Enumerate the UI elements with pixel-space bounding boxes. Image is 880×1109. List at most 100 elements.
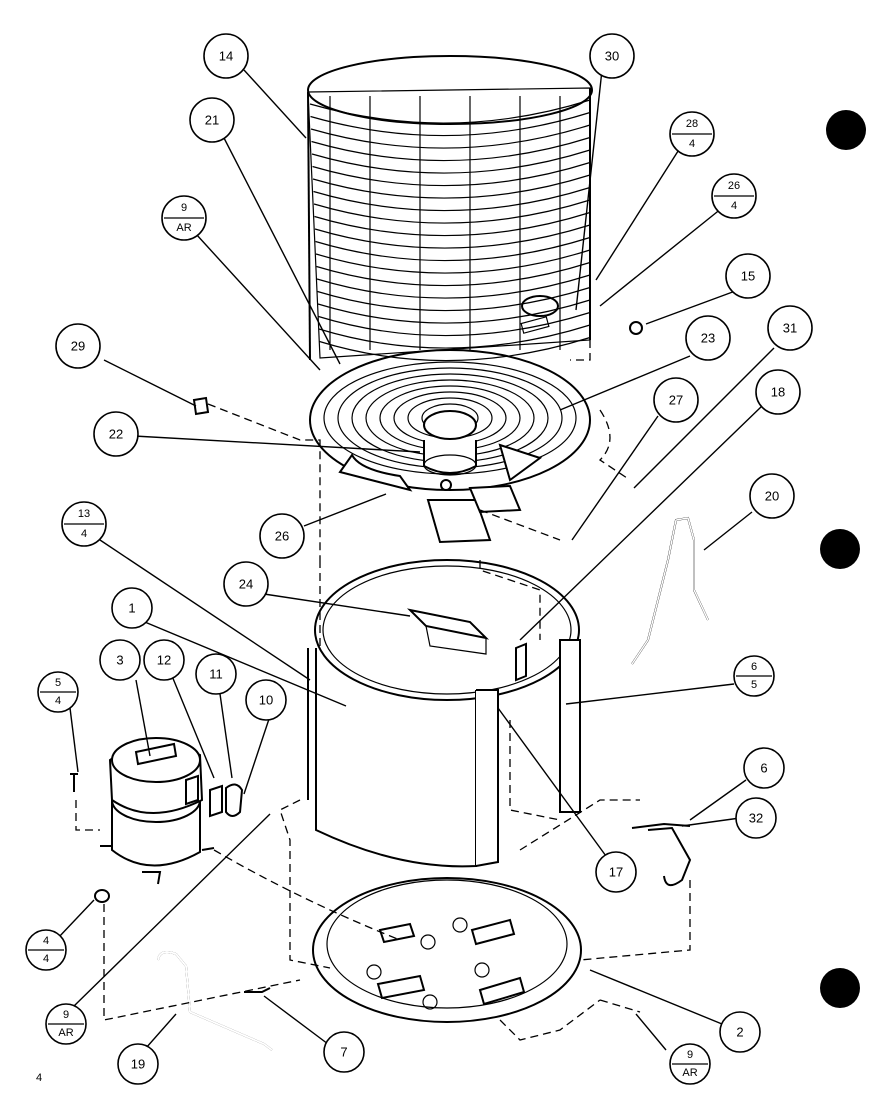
svg-text:26: 26 [728,180,740,192]
grommet [521,295,559,317]
callout-29: 29 [55,323,101,369]
punch-hole-top [826,110,866,150]
svg-text:1: 1 [128,601,135,616]
gasket [520,316,550,334]
leader-lines [57,69,775,1051]
svg-text:19: 19 [131,1057,145,1072]
callout-19: 19 [117,1043,159,1085]
svg-text:4: 4 [43,935,49,947]
callout-5-4: 54 [37,671,79,713]
callout-9-AR-top: 9AR [161,195,207,241]
tube-20-inner [631,517,709,665]
svg-text:5: 5 [751,679,757,691]
foot [94,889,110,903]
callout-26-4: 26 4 [711,173,757,219]
punch-hole-middle [820,529,860,569]
svg-text:7: 7 [340,1045,347,1060]
svg-text:13: 13 [78,508,90,520]
svg-text:6: 6 [751,661,757,673]
callout-24: 24 [223,561,269,607]
page-number: 4 [36,1072,43,1084]
callout-7: 7 [323,1031,365,1073]
svg-text:32: 32 [749,811,763,826]
svg-text:30: 30 [605,49,619,64]
callout-26: 26 [259,513,305,559]
svg-text:AR: AR [58,1027,73,1039]
svg-text:4: 4 [55,695,61,707]
svg-text:17: 17 [609,865,623,880]
wire-32 [631,822,691,829]
compressor [100,737,244,885]
wire-7 [244,987,271,993]
callout-17: 17 [595,851,637,893]
fan-blade [426,479,522,544]
callout-18: 18 [755,369,801,415]
fan-grille-assembly [309,349,591,492]
base-pan [312,877,582,1023]
svg-text:4: 4 [731,200,737,212]
svg-text:31: 31 [783,321,797,336]
svg-text:15: 15 [741,269,755,284]
tube-20 [631,516,709,665]
tube-6 [647,826,692,887]
svg-text:9: 9 [181,202,187,214]
callout-23: 23 [685,315,731,361]
svg-text:29: 29 [71,339,85,354]
callout-2: 2 [719,1011,761,1053]
svg-text:24: 24 [239,577,253,592]
callout-32: 32 [735,797,777,839]
dashed-assembly-lines [75,340,691,1041]
callout-4-4: 44 [25,929,67,971]
svg-text:AR: AR [682,1067,697,1079]
callout-9-AR-right: 9AR [669,1043,711,1085]
callout-31: 31 [767,305,813,351]
svg-text:14: 14 [219,49,233,64]
svg-text:18: 18 [771,385,785,400]
svg-text:27: 27 [669,393,683,408]
svg-text:4: 4 [43,953,49,965]
screw-29 [192,396,210,416]
svg-text:21: 21 [205,113,219,128]
callout-6: 6 [743,747,785,789]
callout-1: 1 [111,587,153,629]
callout-30: 30 [589,33,635,79]
top-panel [314,559,580,701]
screw-15 [629,321,643,335]
svg-text:9: 9 [63,1009,69,1021]
callout-6-5: 65 [733,655,775,697]
callout-21: 21 [189,97,235,143]
callout-14: 14 [203,33,249,79]
svg-text:3: 3 [116,653,123,668]
callout-11: 11 [195,653,237,695]
callout-27: 27 [653,377,699,423]
callout-3: 3 [99,639,141,681]
svg-text:12: 12 [157,653,171,668]
svg-text:22: 22 [109,427,123,442]
fan-guard-cage [307,55,593,362]
callout-22: 22 [93,411,139,457]
svg-text:4: 4 [689,138,695,150]
callout-10: 10 [245,679,287,721]
callout-15: 15 [725,253,771,299]
svg-text:4: 4 [81,528,87,540]
svg-text:6: 6 [760,761,767,776]
tube-19-inner [157,951,273,1051]
svg-text:23: 23 [701,331,715,346]
svg-text:10: 10 [259,693,273,708]
svg-text:2: 2 [736,1025,743,1040]
svg-text:5: 5 [55,677,61,689]
callout-13-4: 13 4 [61,501,107,547]
callout-12: 12 [143,639,185,681]
svg-text:11: 11 [209,667,223,682]
punch-hole-bottom [820,968,860,1008]
svg-text:20: 20 [765,489,779,504]
callout-20: 20 [749,473,795,519]
callout-9-AR-left: 9AR [45,1003,87,1045]
callout-28-4: 284 [669,111,715,157]
tube-19 [157,951,273,1051]
cabinet-cylinder [307,639,581,868]
svg-text:9: 9 [687,1049,693,1061]
svg-text:AR: AR [176,222,191,234]
bolt [70,773,78,792]
